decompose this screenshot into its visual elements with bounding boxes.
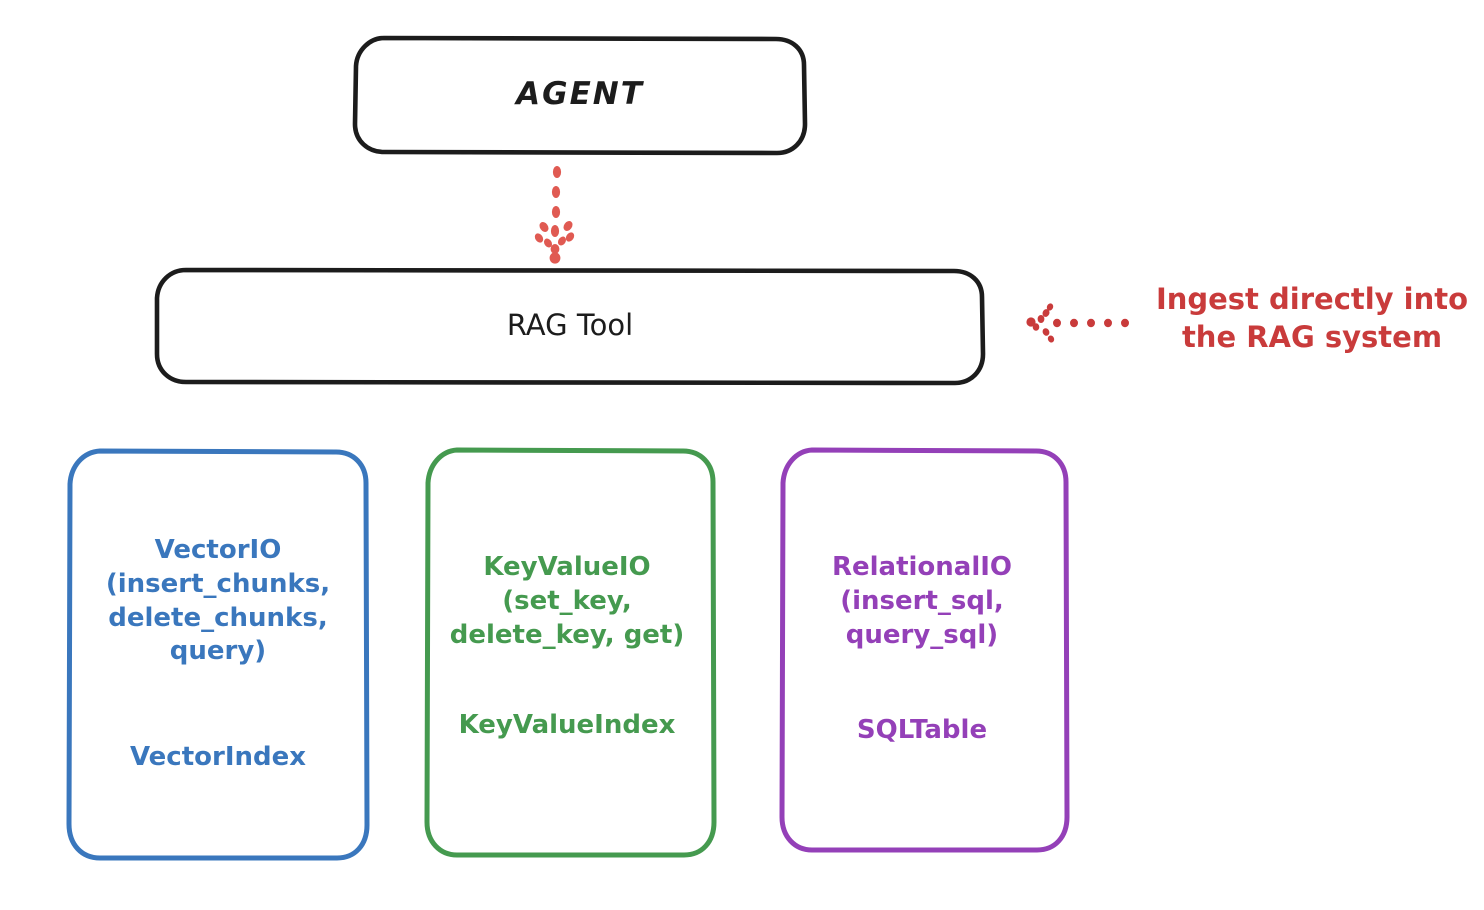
- vector-io-label: VectorIO (insert_chunks, delete_chunks, …: [105, 535, 331, 667]
- key-value-io-label: KeyValueIO (set_key, delete_key, get): [449, 552, 685, 650]
- key-value-io-sub-label: KeyValueIndex: [458, 710, 676, 740]
- ingest-note-arrow: [1026, 303, 1129, 343]
- key-value-io-node[interactable]: [424, 447, 717, 858]
- rag-tool-label: RAG Tool: [506, 308, 634, 342]
- agent-label: AGENT: [516, 76, 644, 112]
- key-value-io-box-outline: [424, 447, 717, 858]
- ingest-annotation-text: Ingest directly into the RAG system: [1155, 282, 1469, 354]
- agent-to-ragtool-arrow: [534, 166, 575, 264]
- relational-io-sub-label: SQLTable: [856, 715, 988, 745]
- relational-io-label: RelationalIO (insert_sql, query_sql): [831, 552, 1013, 650]
- vector-io-sub-label: VectorIndex: [129, 742, 307, 772]
